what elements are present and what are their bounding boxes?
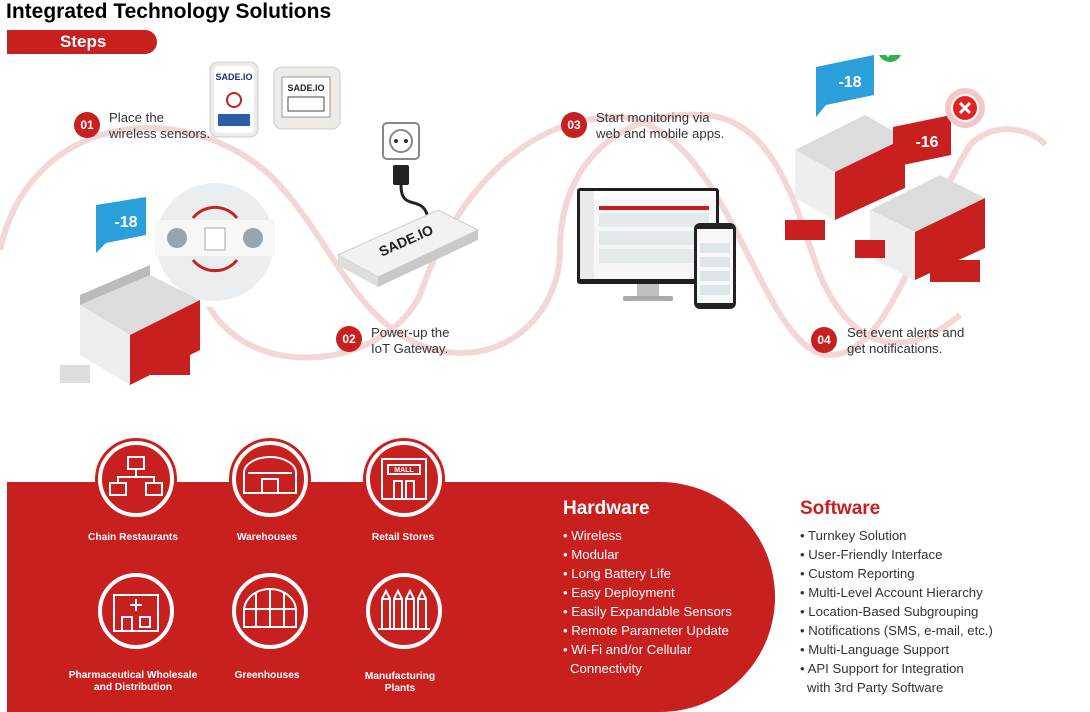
step-text-2-line-2: IoT Gateway. [371,341,449,356]
temp-text-left: -18 [114,214,137,231]
temp-tag-right-top: -18 [816,55,874,117]
step-text-3-line-2: web and mobile apps. [596,126,725,141]
industry-label-line: Pharmaceutical Wholesale [68,670,198,681]
iot-gateway: SADE.IO [336,209,480,287]
warehouse-right-top [785,115,905,240]
flow-diagram: SADE.IO SADE.IO -18 [0,55,1048,385]
sensor-brand-text: SADE.IO [215,72,252,82]
industry-circle-warehouses [232,441,308,517]
ok-check-icon [876,55,904,64]
hardware-item: Easily Expandable Sensors [563,602,732,621]
factory-icon [378,588,430,630]
industry-label-line: Plants [384,683,416,694]
software-item: Custom Reporting [800,564,993,583]
industry-label-manufacturing: Manufacturing Plants [337,671,463,695]
software-item: Notifications (SMS, e-mail, etc.) [800,621,993,640]
greenhouse-icon [243,588,297,628]
pharmacy-icon [113,594,159,632]
hardware-item: Modular [563,545,732,564]
temp-text-right-bottom: -16 [915,134,938,151]
step-number-4: 04 [811,327,837,353]
software-item: Turnkey Solution [800,526,993,545]
step-text-4-line-2: get notifications. [847,341,943,356]
step-text-1: Place the wireless sensors. [109,110,210,142]
industry-label-line: Warehouses [236,532,298,543]
flow-curve-3 [699,112,962,346]
industry-circle-retail-stores: MALL [366,441,442,517]
mall-sign-text: MALL [394,467,414,474]
steps-pill: Steps [7,30,157,54]
step-number-2: 02 [336,326,362,352]
hardware-item: Easy Deployment [563,583,732,602]
industry-label-pharmaceutical: Pharmaceutical Wholesale and Distributio… [56,670,210,694]
step-text-3: Start monitoring via web and mobile apps… [596,110,724,142]
step-text-1-line-2: wireless sensors. [109,126,211,141]
industry-label-line: Greenhouses [234,670,300,681]
step-number-1: 01 [74,112,100,138]
industry-label-greenhouses: Greenhouses [204,670,330,682]
software-heading: Software [800,498,881,519]
step-text-3-line-1: Start monitoring via [596,110,710,125]
warehouse-icon [243,456,297,494]
software-item: Multi-Language Support [800,640,993,659]
industry-label-line: Retail Stores [371,532,435,543]
temp-text-right-top: -18 [838,74,861,91]
step-text-2-line-1: Power-up the [371,325,450,340]
page-title: Integrated Technology Solutions [6,0,332,23]
industry-circle-manufacturing [366,573,442,649]
desktop-monitor [577,188,719,301]
hardware-item: Wi-Fi and/or Cellular [563,640,732,659]
step-text-4-line-1: Set event alerts and [847,325,965,340]
hardware-list: Wireless Modular Long Battery Life Easy … [563,526,732,659]
temp-tag-left: -18 [96,197,146,253]
svg-text:SADE.IO: SADE.IO [287,83,324,93]
industry-label-line: Manufacturing [364,671,436,682]
hardware-item: Wireless [563,526,732,545]
industry-circle-chain-restaurants [98,441,174,517]
industry-label-chain-restaurants: Chain Restaurants [70,532,196,544]
software-item-continuation: with 3rd Party Software [807,680,944,695]
alert-x-icon [945,88,985,128]
software-list: Turnkey Solution User-Friendly Interface… [800,526,993,678]
industry-label-line: and Distribution [93,682,173,693]
hardware-item-continuation: Connectivity [570,661,642,676]
wireless-sensor-1: SADE.IO [209,61,259,138]
industry-label-retail-stores: Retail Stores [340,532,466,544]
hardware-item: Long Battery Life [563,564,732,583]
software-item: Multi-Level Account Hierarchy [800,583,993,602]
mobile-phone [694,223,736,309]
industry-label-line: Chain Restaurants [87,532,178,543]
step-text-1-line-1: Place the [109,110,164,125]
software-item: User-Friendly Interface [800,545,993,564]
hardware-section: Hardware Wireless Modular Long Battery L… [563,498,732,678]
software-item: API Support for Integration [800,659,993,678]
flow-curve-1 [0,111,701,356]
step-text-4: Set event alerts and get notifications. [847,325,964,357]
power-plug-icon [382,122,430,219]
warehouse-left [60,265,200,385]
warehouse-right-bottom [855,175,985,282]
wireless-sensor-2: SADE.IO [273,66,341,130]
restaurant-chain-icon [109,456,163,496]
software-item: Location-Based Subgrouping [800,602,993,621]
hardware-item: Remote Parameter Update [563,621,732,640]
temp-tag-right-bottom: -16 [893,115,951,177]
sensor-magnifier [150,177,280,307]
industry-circle-pharmaceutical [98,573,174,649]
hardware-heading: Hardware [563,498,650,519]
industry-circle-greenhouses [232,573,308,649]
step-number-3: 03 [561,112,587,138]
industry-label-warehouses: Warehouses [204,532,330,544]
software-section: Software Turnkey Solution User-Friendly … [800,498,993,697]
step-text-2: Power-up the IoT Gateway. [371,325,449,357]
mall-store-icon: MALL [381,458,427,500]
